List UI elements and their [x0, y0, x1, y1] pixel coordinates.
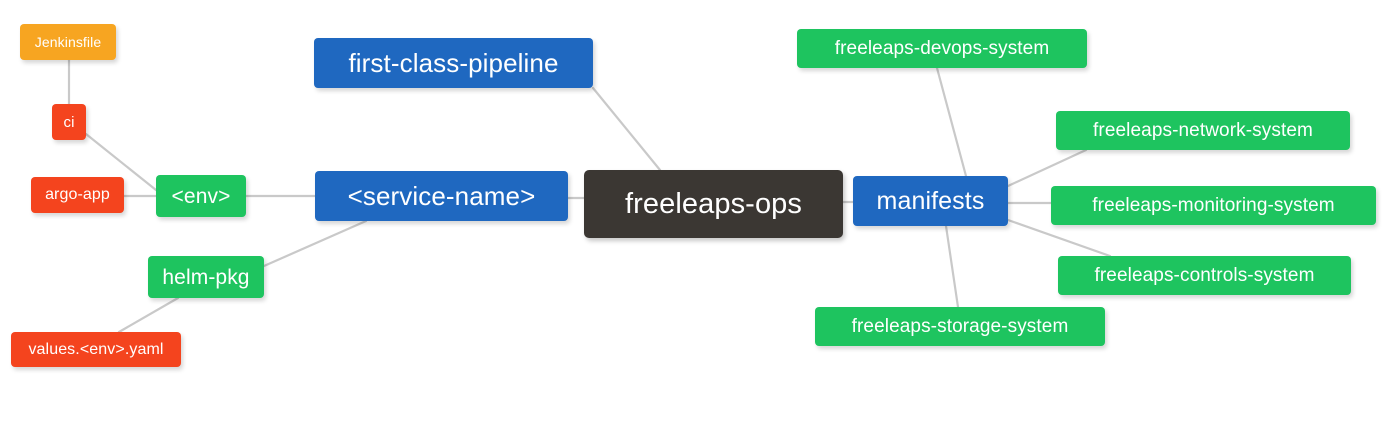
- node-manifests[interactable]: manifests: [853, 176, 1008, 226]
- node-freeleaps-storage-system[interactable]: freeleaps-storage-system: [815, 307, 1105, 346]
- node-service-name[interactable]: <service-name>: [315, 171, 568, 221]
- edge-values-yaml-to-helm-pkg: [117, 296, 180, 334]
- node-freeleaps-controls-system[interactable]: freeleaps-controls-system: [1058, 256, 1351, 295]
- edge-manifests-to-freeleaps-network-system: [1006, 148, 1088, 188]
- node-first-class-pipeline[interactable]: first-class-pipeline: [314, 38, 593, 88]
- node-ci[interactable]: ci: [52, 104, 86, 140]
- edge-manifests-to-freeleaps-controls-system: [1006, 218, 1112, 258]
- node-jenkinsfile[interactable]: Jenkinsfile: [20, 24, 116, 60]
- node-freeleaps-devops-system[interactable]: freeleaps-devops-system: [797, 29, 1087, 68]
- node-freeleaps-network-system[interactable]: freeleaps-network-system: [1056, 111, 1350, 150]
- edge-first-class-pipeline-to-freeleaps-ops: [591, 86, 662, 172]
- edge-manifests-to-freeleaps-storage-system: [944, 224, 960, 309]
- node-values-yaml[interactable]: values.<env>.yaml: [11, 332, 181, 367]
- node-freeleaps-ops[interactable]: freeleaps-ops: [584, 170, 843, 238]
- node-env[interactable]: <env>: [156, 175, 246, 217]
- node-freeleaps-monitoring-system[interactable]: freeleaps-monitoring-system: [1051, 186, 1376, 225]
- edge-manifests-to-freeleaps-devops-system: [935, 66, 968, 178]
- node-argo-app[interactable]: argo-app: [31, 177, 124, 213]
- edge-helm-pkg-to-service-name: [262, 219, 368, 268]
- node-helm-pkg[interactable]: helm-pkg: [148, 256, 264, 298]
